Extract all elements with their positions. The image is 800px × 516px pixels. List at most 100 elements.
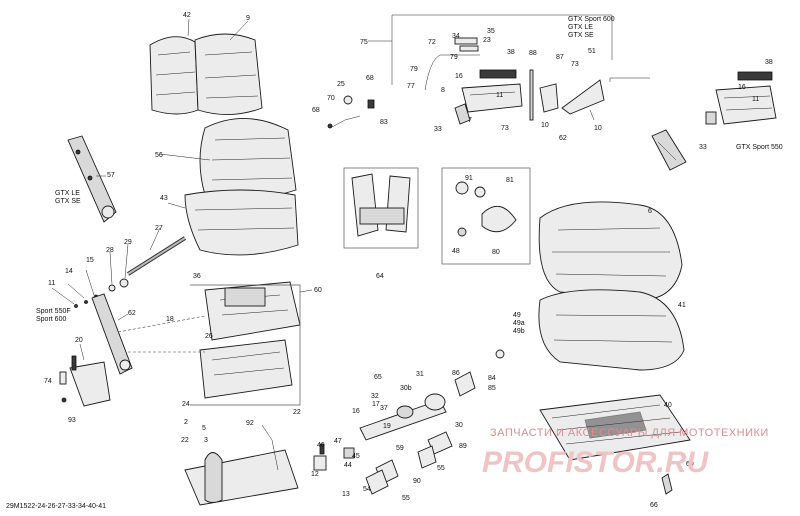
callout-49b: 49b: [513, 328, 525, 335]
callout-12: 12: [311, 471, 319, 478]
callout-23: 23: [483, 37, 491, 44]
callout-13: 13: [342, 491, 350, 498]
watermark-brand: PROFISTOR.RU: [482, 446, 709, 479]
callout-33: 33: [434, 126, 442, 133]
hinge-assembly-30[interactable]: [359, 393, 447, 441]
callout-41: 41: [678, 302, 686, 309]
callout-68a: 68: [366, 75, 374, 82]
callout-42: 42: [183, 12, 191, 19]
callout-38: 38: [507, 49, 515, 56]
fastener-49[interactable]: [495, 349, 505, 359]
seat-cushion-43[interactable]: [184, 189, 299, 256]
callout-48: 48: [452, 248, 460, 255]
callout-6: 6: [648, 208, 652, 215]
backrest-cover-9[interactable]: [194, 33, 263, 115]
bracket-62-top[interactable]: [539, 83, 559, 113]
callout-80: 80: [492, 249, 500, 256]
callout-28: 28: [106, 247, 114, 254]
callout-62b: 62: [559, 135, 567, 142]
callout-66: 66: [650, 502, 658, 509]
callout-73b: 73: [571, 61, 579, 68]
callout-85: 85: [488, 385, 496, 392]
callout-24: 24: [182, 401, 190, 408]
callout-16b: 16: [738, 84, 746, 91]
bracket-55[interactable]: [417, 445, 437, 469]
callout-55b: 55: [402, 495, 410, 502]
rod-88[interactable]: [529, 69, 534, 121]
callout-29: 29: [124, 239, 132, 246]
callout-69: 69: [686, 461, 694, 468]
frame-assembly-60[interactable]: [190, 284, 301, 406]
callout-30: 30: [455, 422, 463, 429]
callout-32: 32: [371, 393, 379, 400]
nut-11[interactable]: [74, 304, 78, 308]
callout-11b: 11: [496, 92, 503, 99]
callout-46: 46: [317, 442, 325, 449]
callout-51: 51: [588, 48, 596, 55]
side-bracket-57[interactable]: [67, 135, 117, 223]
side-bracket-62[interactable]: [91, 293, 133, 375]
handle-assembly-16-8[interactable]: [461, 69, 523, 113]
callout-91: 91: [465, 175, 473, 182]
clip-66[interactable]: [661, 473, 673, 495]
mount-33[interactable]: [454, 103, 471, 125]
seat-base-40[interactable]: [539, 394, 691, 461]
seat-base-22[interactable]: [184, 424, 299, 506]
seat-41[interactable]: [538, 289, 685, 371]
grip-bar-72-assembly[interactable]: [424, 37, 480, 91]
rod-27[interactable]: [126, 236, 187, 276]
variant-gtx-le-top: GTX LE: [568, 24, 593, 31]
callout-83: 83: [380, 119, 388, 126]
callout-86: 86: [452, 370, 460, 377]
callout-27: 27: [155, 225, 163, 232]
pin-74[interactable]: [59, 371, 67, 385]
callout-34: 34: [452, 33, 460, 40]
callout-65: 65: [374, 374, 382, 381]
bushing-28[interactable]: [108, 284, 116, 292]
callout-38b: 38: [765, 59, 773, 66]
callout-77: 77: [407, 83, 415, 90]
callout-7: 7: [468, 117, 472, 124]
callout-17: 17: [372, 401, 380, 408]
callout-56: 56: [155, 152, 163, 159]
backrest-cover-42[interactable]: [149, 36, 199, 115]
latch-86-85[interactable]: [454, 371, 476, 397]
handle-20[interactable]: [69, 355, 111, 407]
callout-93: 93: [68, 417, 76, 424]
harness-83[interactable]: [327, 95, 375, 129]
screw-14[interactable]: [84, 300, 88, 304]
deflector-51-73[interactable]: [561, 79, 605, 115]
seat-cover-6[interactable]: [538, 201, 683, 301]
variant-sport-550f: Sport 550F: [36, 308, 71, 315]
subassembly-box-64[interactable]: [343, 167, 419, 249]
callout-88: 88: [529, 50, 537, 57]
callout-20: 20: [75, 337, 83, 344]
variant-gtx-se-top: GTX SE: [568, 32, 594, 39]
callout-16: 16: [455, 73, 463, 80]
backrest-56[interactable]: [199, 118, 297, 200]
callout-5: 5: [202, 425, 206, 432]
callout-16c: 16: [352, 408, 360, 415]
callout-30b: 30b: [400, 385, 412, 392]
callout-55a: 55: [437, 465, 445, 472]
grip-assembly-right[interactable]: [705, 71, 777, 125]
callout-labels: 42 9 56 57 43 27 29 28 15 14 11 62 20 74…: [44, 12, 773, 509]
variant-gtx-sport-550: GTX Sport 550: [736, 144, 783, 151]
lock-46-12[interactable]: [313, 443, 327, 471]
variant-gtx-se-left: GTX SE: [55, 198, 81, 205]
callout-49a: 49a: [513, 320, 525, 327]
subassembly-box-91-81[interactable]: [441, 167, 531, 265]
clip-93[interactable]: [61, 397, 67, 403]
latch-55-lower[interactable]: [365, 469, 389, 495]
washer-29[interactable]: [119, 278, 129, 288]
callout-9: 9: [246, 15, 250, 22]
plate-44[interactable]: [343, 447, 355, 459]
callout-49: 49: [513, 312, 521, 319]
callout-70: 70: [327, 95, 335, 102]
seat-frame-36[interactable]: [204, 281, 301, 341]
callout-45: 45: [352, 453, 360, 460]
bracket-33-right[interactable]: [651, 129, 687, 171]
watermark-tagline: ЗАПЧАСТИ И АКСЕССУАРЫ ДЛЯ МОТОТЕХНИКИ: [490, 427, 769, 439]
callout-31: 31: [416, 371, 424, 378]
